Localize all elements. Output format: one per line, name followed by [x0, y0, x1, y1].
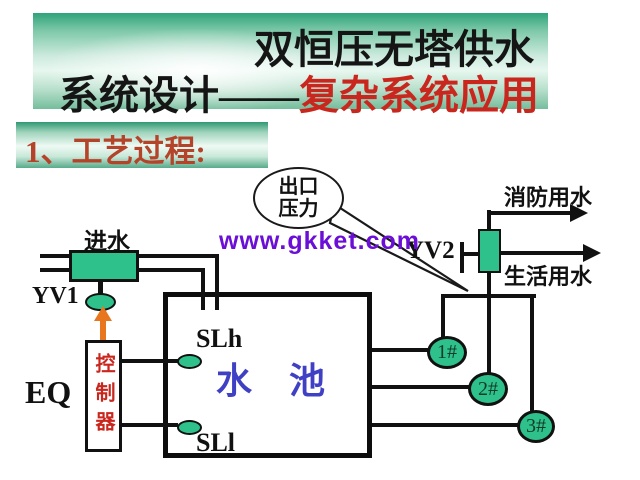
section-heading: 1、工艺过程:: [25, 134, 206, 169]
pump-3: 3#: [517, 410, 555, 443]
controller-slh-wire: [122, 359, 178, 363]
pump-2-label: 2#: [478, 377, 498, 400]
pump-3-label: 3#: [526, 415, 546, 437]
valve2-up-pipe: [487, 210, 491, 230]
pump-2: 2#: [468, 372, 508, 406]
pump-1: 1#: [427, 336, 467, 369]
inlet-left-pipe-top: [40, 254, 70, 258]
fire-water-arrowhead-icon: [570, 204, 588, 222]
pool-pump1-pipe: [372, 348, 429, 352]
pool-feed-pipe-outer: [215, 254, 219, 310]
level-sensor-low-label: SLl: [196, 428, 236, 457]
fire-water-pipe: [488, 211, 572, 215]
callout-line2: 压力: [278, 198, 319, 220]
water-pool-label: 水 池: [216, 361, 340, 401]
controller-label: 控制器: [92, 352, 114, 440]
level-sensor-low-icon: [177, 420, 202, 435]
title-banner: 双恒压无塔供水 系统设计——复杂系统应用: [33, 13, 548, 118]
title-line2-red: 复杂系统应用: [299, 73, 539, 118]
inlet-right-pipe-bottom: [138, 268, 205, 272]
level-sensor-high-label: SLh: [196, 324, 243, 353]
callout-line1: 出口: [278, 175, 319, 198]
domestic-water-pipe: [501, 251, 585, 255]
section-banner: 1、工艺过程:: [16, 122, 268, 169]
pool-pump3-pipe: [372, 423, 519, 427]
inlet-right-pipe-top: [138, 254, 219, 258]
callout-bubble: 出口 压力: [253, 167, 344, 229]
level-sensor-high-icon: [177, 354, 202, 369]
title-line-1: 双恒压无塔供水: [254, 27, 534, 72]
inlet-valve: [69, 250, 139, 282]
inlet-left-pipe-bottom: [40, 268, 70, 272]
pump1-riser: [441, 295, 445, 337]
valve1-sensor-link: [98, 281, 103, 295]
pump-1-label: 1#: [437, 341, 457, 363]
controller-box: 控制器: [85, 340, 122, 452]
valve2-stub-bar: [460, 242, 464, 273]
pool-pump2-pipe: [372, 385, 470, 389]
control-arrow-icon: [94, 306, 112, 321]
title-line2-black: 系统设计——: [59, 73, 299, 118]
domestic-water-label: 生活用水: [504, 264, 593, 289]
watermark-text: www.gkket.com: [219, 227, 421, 255]
valve1-label: YV1: [32, 283, 79, 309]
fire-water-label: 消防用水: [504, 185, 593, 210]
title-line-2: 系统设计——复杂系统应用: [59, 63, 539, 121]
inlet-label: 进水: [84, 229, 130, 254]
valve2-down-pipe: [487, 272, 491, 375]
valve2-stub-link: [463, 252, 479, 256]
eq-label: EQ: [25, 374, 72, 410]
pump3-riser: [530, 294, 534, 412]
outlet-valve: [478, 229, 501, 273]
controller-sll-wire: [122, 423, 178, 427]
pool-feed-pipe-inner: [201, 268, 205, 310]
control-arrow-stem: [100, 320, 106, 342]
domestic-water-arrowhead-icon: [583, 244, 601, 262]
